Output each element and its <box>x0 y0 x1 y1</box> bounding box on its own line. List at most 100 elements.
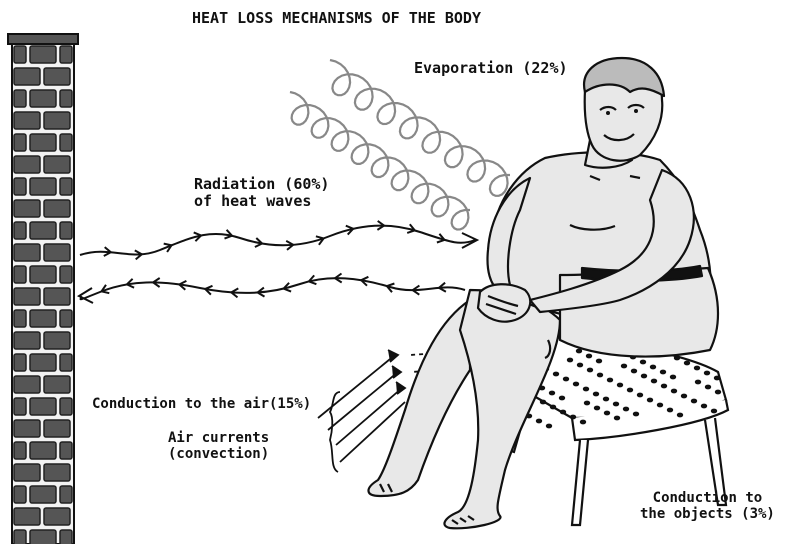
stool-dot <box>549 391 555 396</box>
brick <box>60 266 72 283</box>
brick <box>60 530 72 544</box>
brick <box>44 288 70 305</box>
brick <box>14 310 26 327</box>
brick <box>14 46 26 63</box>
conduction-objects-label-line2: the objects (3%) <box>640 506 775 522</box>
brick <box>44 156 70 173</box>
conduction-objects-label: Conduction to the objects (3%) <box>640 490 775 522</box>
brick <box>60 46 72 63</box>
brick <box>44 244 70 261</box>
stool-dot <box>567 358 573 363</box>
brick <box>14 332 40 349</box>
stool-dot <box>647 398 653 403</box>
stool-dot <box>594 406 600 411</box>
stool-dot <box>587 368 593 373</box>
stool-dot <box>559 396 565 401</box>
brick <box>14 464 40 481</box>
stool-dot <box>711 409 717 414</box>
stool-dot <box>584 401 590 406</box>
brick <box>44 376 70 393</box>
brick <box>14 200 40 217</box>
stool-dot <box>670 375 676 380</box>
brick <box>14 288 40 305</box>
stool-dot <box>671 389 677 394</box>
stool-dot <box>701 404 707 409</box>
stool-dot <box>641 374 647 379</box>
brick <box>14 266 26 283</box>
stool-dot <box>661 384 667 389</box>
stool-dot <box>621 364 627 369</box>
stool-dot <box>586 354 592 359</box>
stool-dot <box>614 416 620 421</box>
brick <box>44 508 70 525</box>
brick <box>14 244 40 261</box>
brick <box>30 134 56 151</box>
brick <box>60 134 72 151</box>
brick <box>60 178 72 195</box>
brick <box>30 266 56 283</box>
brick <box>60 398 72 415</box>
stool-dot <box>603 397 609 402</box>
brick <box>14 112 40 129</box>
conduction-air-label: Conduction to the air(15%) <box>92 396 311 412</box>
stool-dot <box>604 411 610 416</box>
brick <box>60 442 72 459</box>
stool-dot <box>627 388 633 393</box>
radiation-waves <box>79 221 477 303</box>
diagram-title: HEAT LOSS MECHANISMS OF THE BODY <box>192 10 481 27</box>
brick <box>60 222 72 239</box>
stool-dot <box>684 361 690 366</box>
stool-dot <box>613 402 619 407</box>
brick <box>30 46 56 63</box>
brick <box>14 508 40 525</box>
stool-dot <box>660 370 666 375</box>
stool-dot <box>633 412 639 417</box>
brick <box>14 376 40 393</box>
brick <box>44 200 70 217</box>
stool-dot <box>536 419 542 424</box>
stool-dot <box>593 392 599 397</box>
stool-dot <box>667 408 673 413</box>
radiation-wave-incoming <box>80 278 465 299</box>
stool-dot <box>540 400 546 405</box>
stool-dot <box>715 390 721 395</box>
brick <box>14 486 26 503</box>
stool-dot <box>553 372 559 377</box>
brick <box>14 134 26 151</box>
stool-dot <box>596 359 602 364</box>
brick <box>30 398 56 415</box>
brick <box>30 222 56 239</box>
brick <box>30 178 56 195</box>
brick <box>44 332 70 349</box>
brick <box>14 222 26 239</box>
brick <box>14 354 26 371</box>
evaporation-label: Evaporation (22%) <box>414 60 568 77</box>
stool-dot <box>705 385 711 390</box>
stool-dot <box>637 393 643 398</box>
stool-dot <box>563 377 569 382</box>
brick <box>60 354 72 371</box>
stool-dot <box>650 365 656 370</box>
brick <box>30 310 56 327</box>
stool-dot <box>570 415 576 420</box>
brick <box>14 68 40 85</box>
stool-dot <box>691 399 697 404</box>
stool-dot <box>704 371 710 376</box>
person <box>368 58 718 528</box>
stool-dot <box>677 413 683 418</box>
brick <box>30 530 56 544</box>
stool-dot <box>573 382 579 387</box>
brick <box>44 464 70 481</box>
brick <box>14 178 26 195</box>
stool-dot <box>577 363 583 368</box>
stool-dot <box>607 378 613 383</box>
brick <box>14 90 26 107</box>
convection-label-line1: Air currents <box>168 430 269 446</box>
brick-wall <box>8 34 78 544</box>
radiation-label: Radiation (60%) of heat waves <box>194 176 329 211</box>
stool-dot <box>681 394 687 399</box>
brick <box>30 442 56 459</box>
brick <box>44 68 70 85</box>
